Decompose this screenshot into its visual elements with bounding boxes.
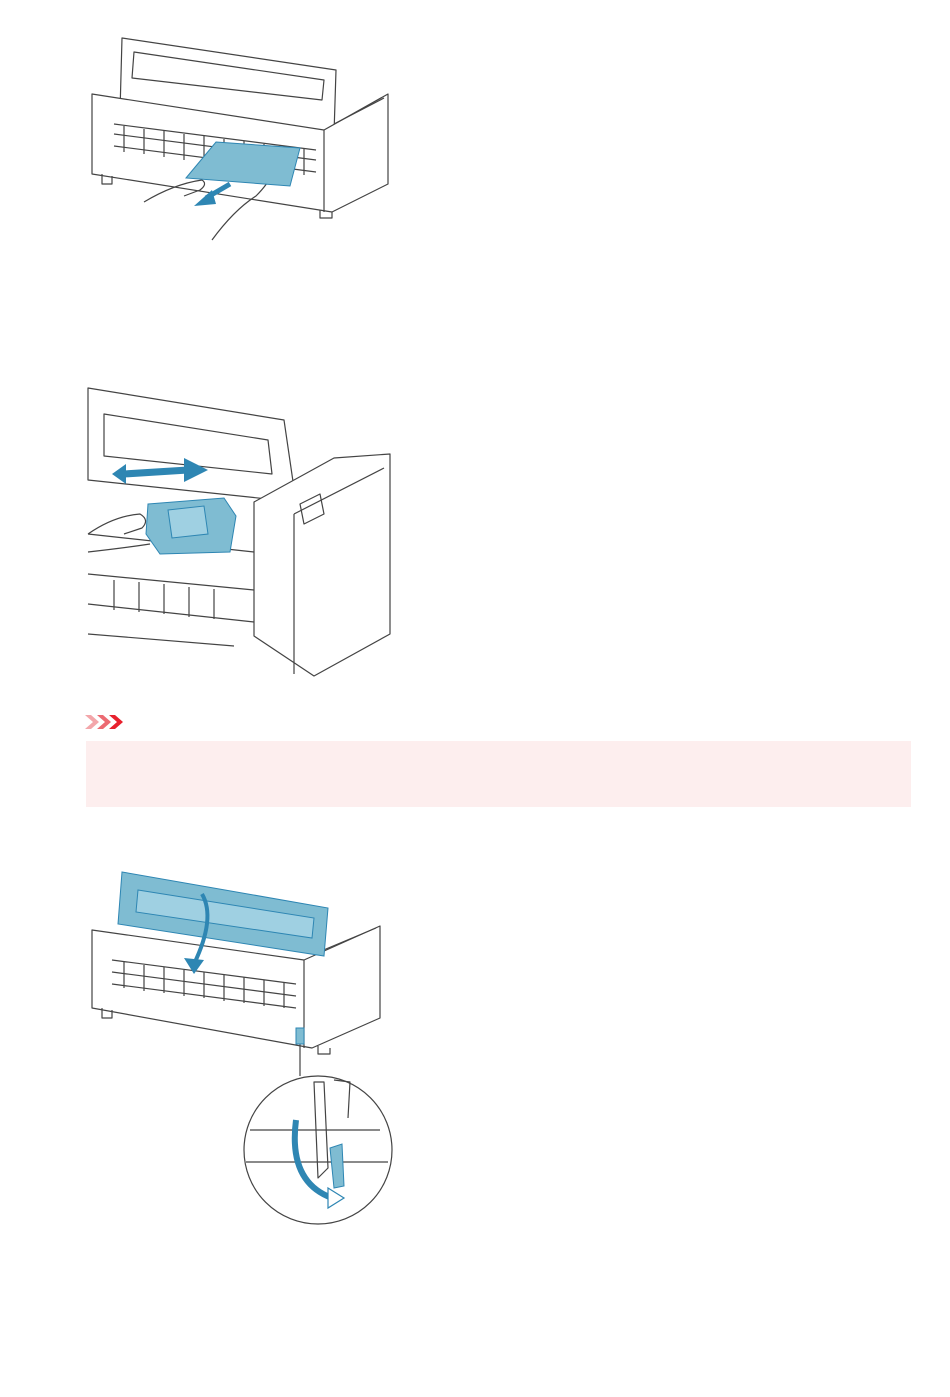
important-note-text bbox=[86, 741, 911, 765]
important-note-box bbox=[86, 741, 911, 807]
close-cover-lower-release-lever-illustration bbox=[84, 868, 396, 1228]
triple-chevron-important-icon bbox=[83, 713, 131, 731]
remove-jammed-paper-illustration bbox=[84, 34, 396, 244]
move-carriage-illustration bbox=[84, 384, 396, 684]
